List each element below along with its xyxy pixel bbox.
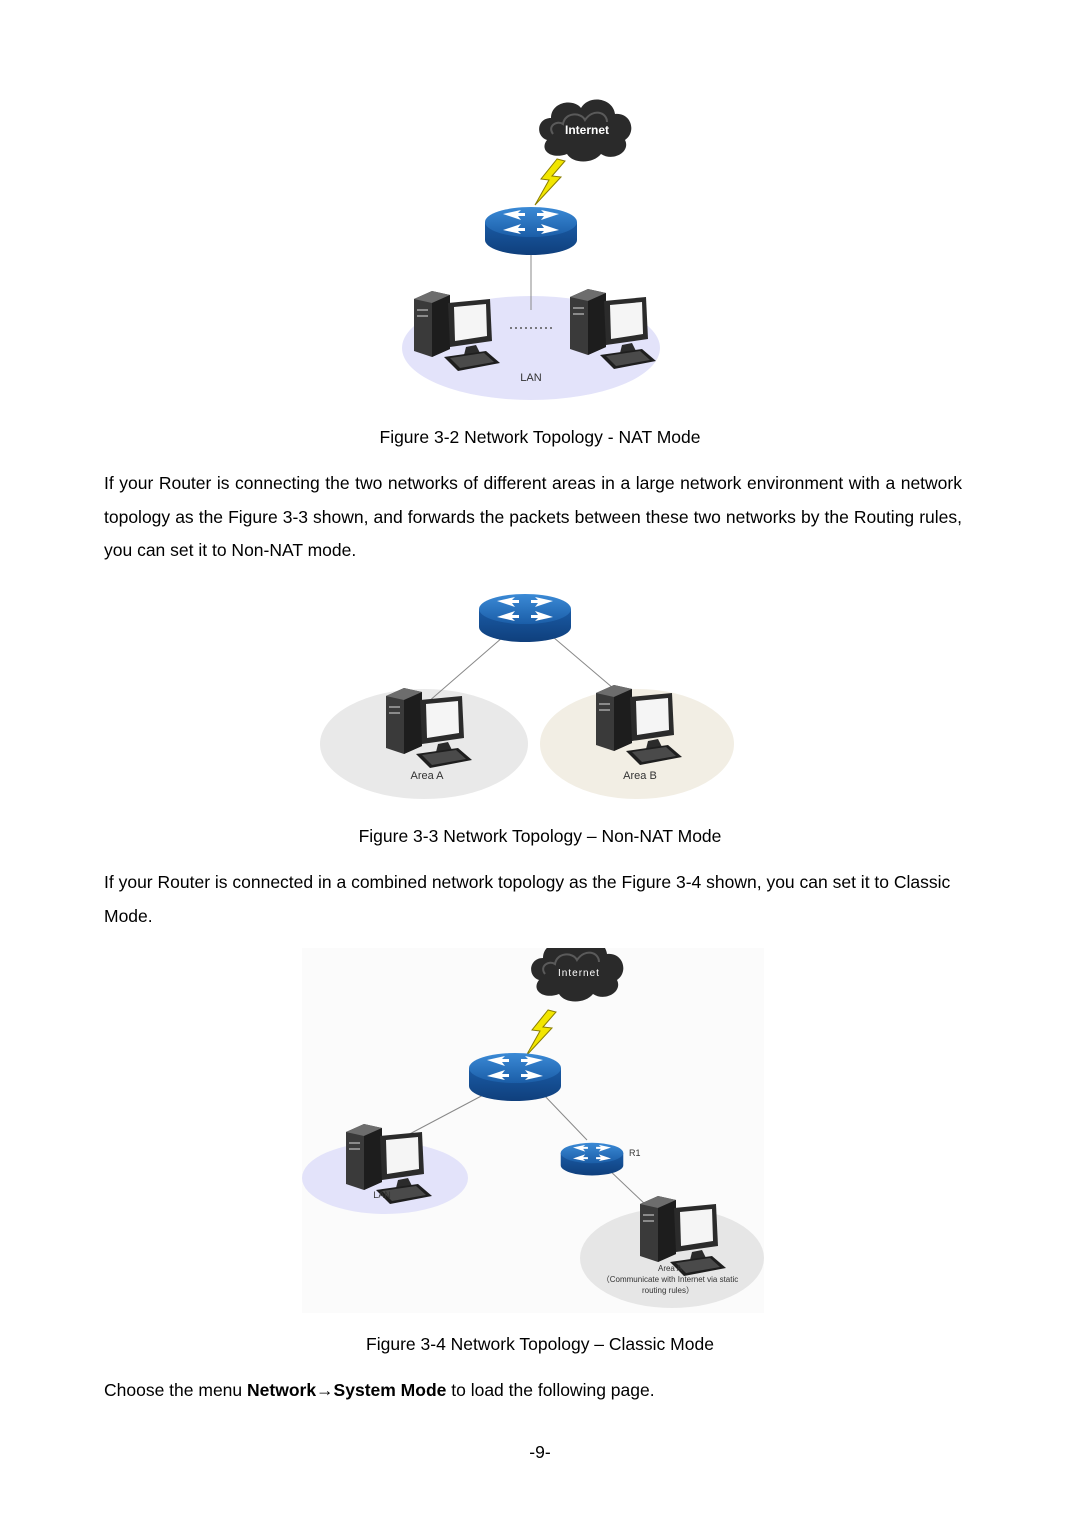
body-paragraph: Choose the menu Network→System Mode to l… xyxy=(104,1374,962,1408)
router-icon xyxy=(469,1053,561,1101)
area-a-label: Area A xyxy=(410,770,444,782)
page-number: -9- xyxy=(529,1442,551,1462)
wireless-link-icon xyxy=(534,158,566,206)
body-paragraph: If your Router is connected in a combine… xyxy=(104,872,951,926)
router-icon xyxy=(485,207,577,255)
figure-classic-mode-diagram: Internet R1 LAN Area A （Communicate with… xyxy=(302,948,764,1313)
area-a-note: （Communicate with Internet via static xyxy=(602,1275,739,1284)
figure-nat-mode-diagram: Internet LAN xyxy=(402,98,660,400)
figure-caption: Figure 3-3 Network Topology – Non-NAT Mo… xyxy=(358,826,722,846)
r1-area-a-link xyxy=(606,1167,648,1207)
paragraph-text: Choose the menu xyxy=(104,1380,248,1400)
figure-caption: Figure 3-2 Network Topology - NAT Mode xyxy=(379,427,701,447)
router-area-b-link xyxy=(552,636,621,695)
body-paragraph: If your Router is connecting the two net… xyxy=(104,473,962,560)
r1-label: R1 xyxy=(629,1148,641,1158)
router-lan-link xyxy=(401,1092,488,1139)
area-a-region xyxy=(580,1208,764,1308)
lan-label: LAN xyxy=(373,1190,391,1200)
r1-router-icon xyxy=(560,1142,624,1176)
internet-label: Internet xyxy=(565,123,609,137)
router-icon xyxy=(479,594,571,642)
area-a-label: Area A xyxy=(658,1264,683,1273)
figure-non-nat-mode-diagram: Area A Area B xyxy=(320,594,734,799)
area-b-region xyxy=(540,689,734,799)
menu-path: Network→System Mode xyxy=(247,1380,447,1400)
area-a-region xyxy=(320,689,528,799)
internet-label: Internet xyxy=(558,968,600,979)
area-b-label: Area B xyxy=(623,770,657,782)
figure-caption: Figure 3-4 Network Topology – Classic Mo… xyxy=(366,1334,714,1354)
paragraph-text: to load the following page. xyxy=(446,1380,655,1400)
area-a-note: routing rules） xyxy=(642,1286,694,1295)
router-r1-link xyxy=(541,1092,588,1141)
lan-label: LAN xyxy=(520,372,541,384)
router-area-a-link xyxy=(427,636,504,703)
